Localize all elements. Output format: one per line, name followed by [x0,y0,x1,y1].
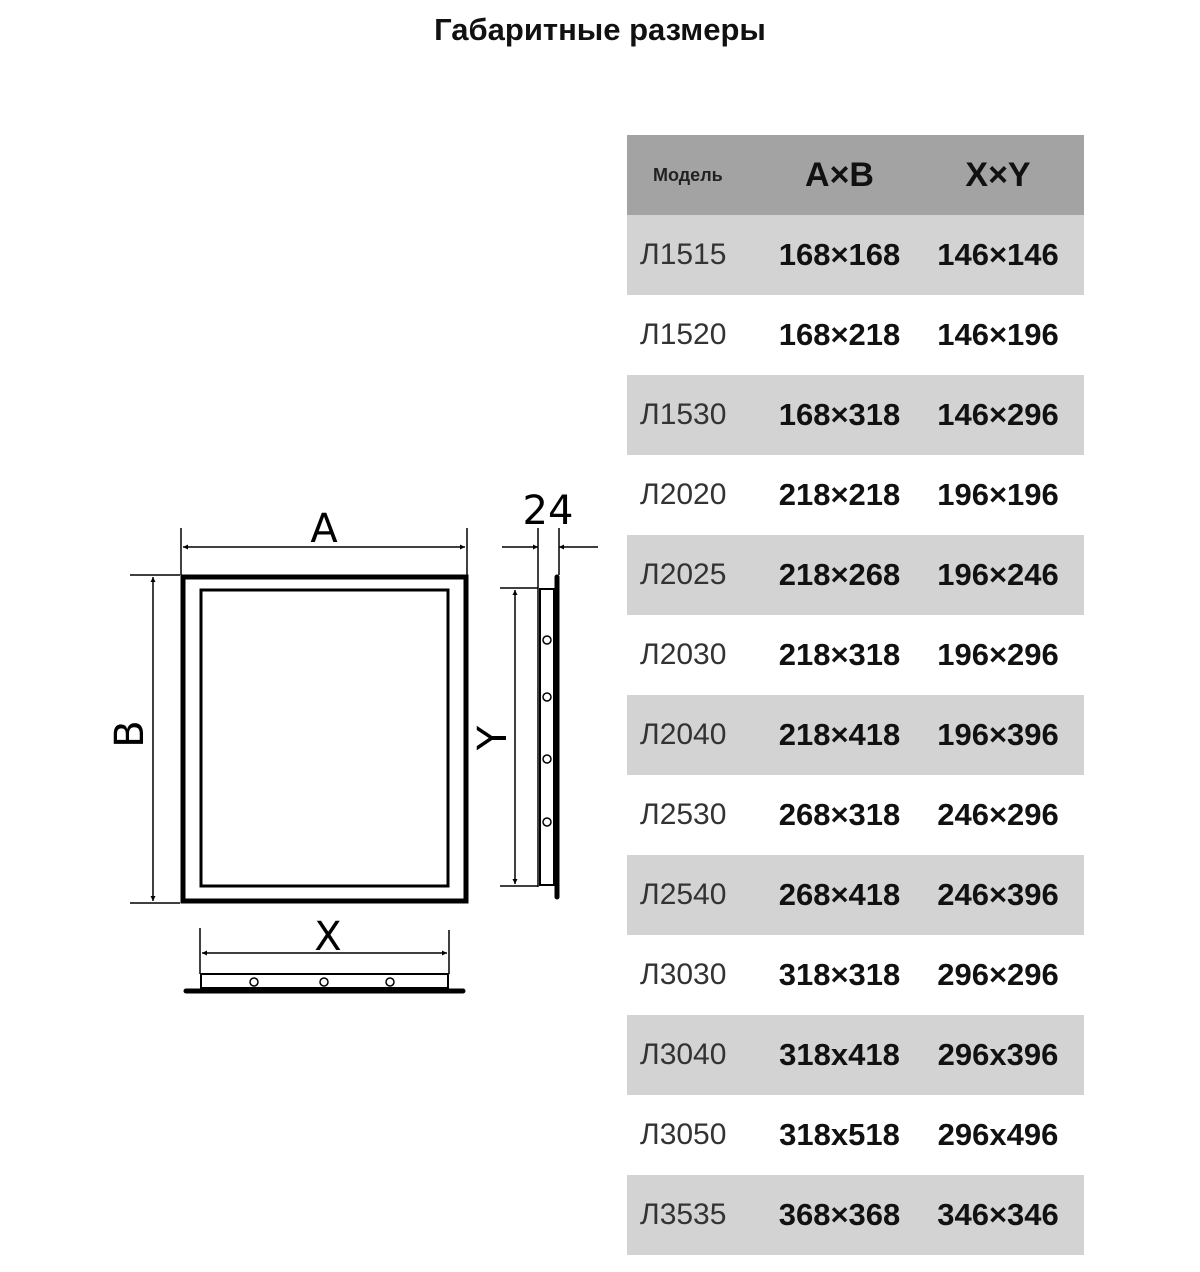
xy-cell: 246×396 [937,877,1059,912]
model-cell: Л2540 [640,878,727,911]
model-cell: Л3050 [640,1118,727,1151]
ab-cell: 218×418 [778,717,901,752]
dimension-y [500,587,538,887]
xy-cell: 196×396 [937,717,1059,752]
ab-cell: 318×318 [778,957,901,992]
table-header: Модель A×B X×Y [627,135,1084,215]
table-row: Л3050 318x518 296x496 [627,1095,1084,1175]
table-row: Л1515 168×168 146×146 [627,215,1084,295]
table-row: Л2030 218×318 196×296 [627,615,1084,695]
page-title: Габаритные размеры [434,12,766,47]
table-row: Л3030 318×318 296×296 [627,935,1084,1015]
model-cell: Л1515 [640,238,727,271]
model-cell: Л3040 [640,1038,727,1071]
model-cell: Л2040 [640,718,727,751]
ab-cell: 268×318 [778,797,901,832]
ab-cell: 168×168 [778,237,901,272]
xy-cell: 296x396 [937,1037,1059,1072]
table-row: Л3535 368×368 346×346 [627,1175,1084,1255]
ab-cell: 168×218 [778,317,901,352]
table-row: Л1530 168×318 146×296 [627,375,1084,455]
ab-cell: 318x518 [779,1117,900,1152]
hatch-dimension-drawing: A B 24 Y X [107,488,598,994]
ab-cell: 218×268 [778,557,901,592]
dimension-depth [502,528,598,887]
header-xy: X×Y [965,155,1031,194]
table-row: Л2020 218×218 196×196 [627,455,1084,535]
xy-cell: 246×296 [937,797,1059,832]
label-a: A [310,506,338,552]
ab-cell: 318x418 [779,1037,900,1072]
xy-cell: 296×296 [937,957,1059,992]
label-depth: 24 [523,488,574,534]
ab-cell: 218×318 [778,637,901,672]
header-ab: A×B [805,155,874,194]
table-row: Л3040 318x418 296x396 [627,1015,1084,1095]
model-cell: Л2530 [640,798,727,831]
table-row: Л2040 218×418 196×396 [627,695,1084,775]
xy-cell: 146×296 [937,397,1059,432]
label-x: X [314,914,341,960]
model-cell: Л1530 [640,398,727,431]
dimension-a [180,528,468,575]
side-view [539,574,560,900]
table-row: Л2540 268×418 246×396 [627,855,1084,935]
xy-cell: 146×196 [937,317,1059,352]
model-cell: Л1520 [640,318,727,351]
model-cell: Л3535 [640,1198,727,1231]
model-cell: Л3030 [640,958,727,991]
xy-cell: 146×146 [937,237,1059,272]
table-row: Л2025 218×268 196×246 [627,535,1084,615]
table-row: Л1520 168×218 146×196 [627,295,1084,375]
ab-cell: 168×318 [778,397,901,432]
xy-cell: 196×296 [937,637,1059,672]
model-cell: Л2020 [640,478,727,511]
bottom-view [183,973,466,994]
model-cell: Л2025 [640,558,727,591]
xy-cell: 296x496 [937,1117,1059,1152]
dimension-x [199,928,450,974]
ab-cell: 368×368 [778,1197,901,1232]
ab-cell: 218×218 [778,477,901,512]
xy-cell: 196×196 [937,477,1059,512]
dimension-b [130,574,180,904]
xy-cell: 196×246 [937,557,1059,592]
ab-cell: 268×418 [778,877,901,912]
table-row: Л2530 268×318 246×296 [627,775,1084,855]
label-y: Y [470,725,516,751]
model-cell: Л2030 [640,638,727,671]
label-b: B [107,720,153,747]
header-model: Модель [653,164,723,185]
xy-cell: 346×346 [937,1197,1059,1232]
front-view [180,574,469,904]
